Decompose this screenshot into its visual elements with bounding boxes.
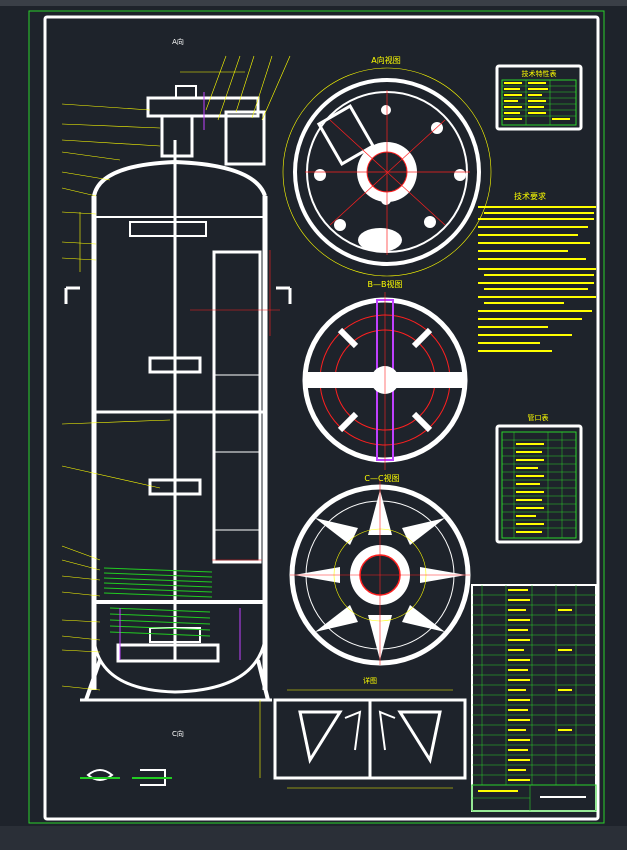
view-b-b bbox=[302, 292, 468, 470]
nozzle-table bbox=[495, 424, 583, 544]
tech-req-title: 技术要求 bbox=[514, 191, 546, 201]
outer-border bbox=[28, 10, 605, 824]
tech-req-text-lines bbox=[478, 206, 596, 352]
leader-lines bbox=[61, 55, 291, 691]
detail-title: 详图 bbox=[363, 676, 377, 685]
window-top-bar bbox=[0, 0, 627, 6]
view-c-title: C—C视图 bbox=[364, 473, 399, 483]
arrow-c-label: C向 bbox=[172, 729, 184, 738]
tech-params-title: 技术特性表 bbox=[522, 69, 557, 78]
heating-coil bbox=[103, 567, 213, 637]
nozzle-table-title: 管口表 bbox=[528, 413, 549, 422]
view-a-title: A向视图 bbox=[371, 55, 400, 65]
dimension-lines-red bbox=[190, 250, 280, 561]
status-bar bbox=[0, 826, 627, 850]
view-b-title: B—B视图 bbox=[368, 279, 403, 289]
tech-params-table bbox=[495, 64, 583, 131]
small-details bbox=[80, 769, 172, 786]
bill-of-materials bbox=[471, 584, 597, 812]
drawing-frame bbox=[43, 15, 600, 821]
detail-view bbox=[259, 689, 467, 789]
arrow-a-label: A向 bbox=[172, 37, 184, 46]
view-a bbox=[282, 67, 492, 277]
view-c-c bbox=[289, 480, 471, 666]
vessel-accent-lines bbox=[119, 92, 241, 660]
vessel-elevation bbox=[64, 85, 292, 702]
